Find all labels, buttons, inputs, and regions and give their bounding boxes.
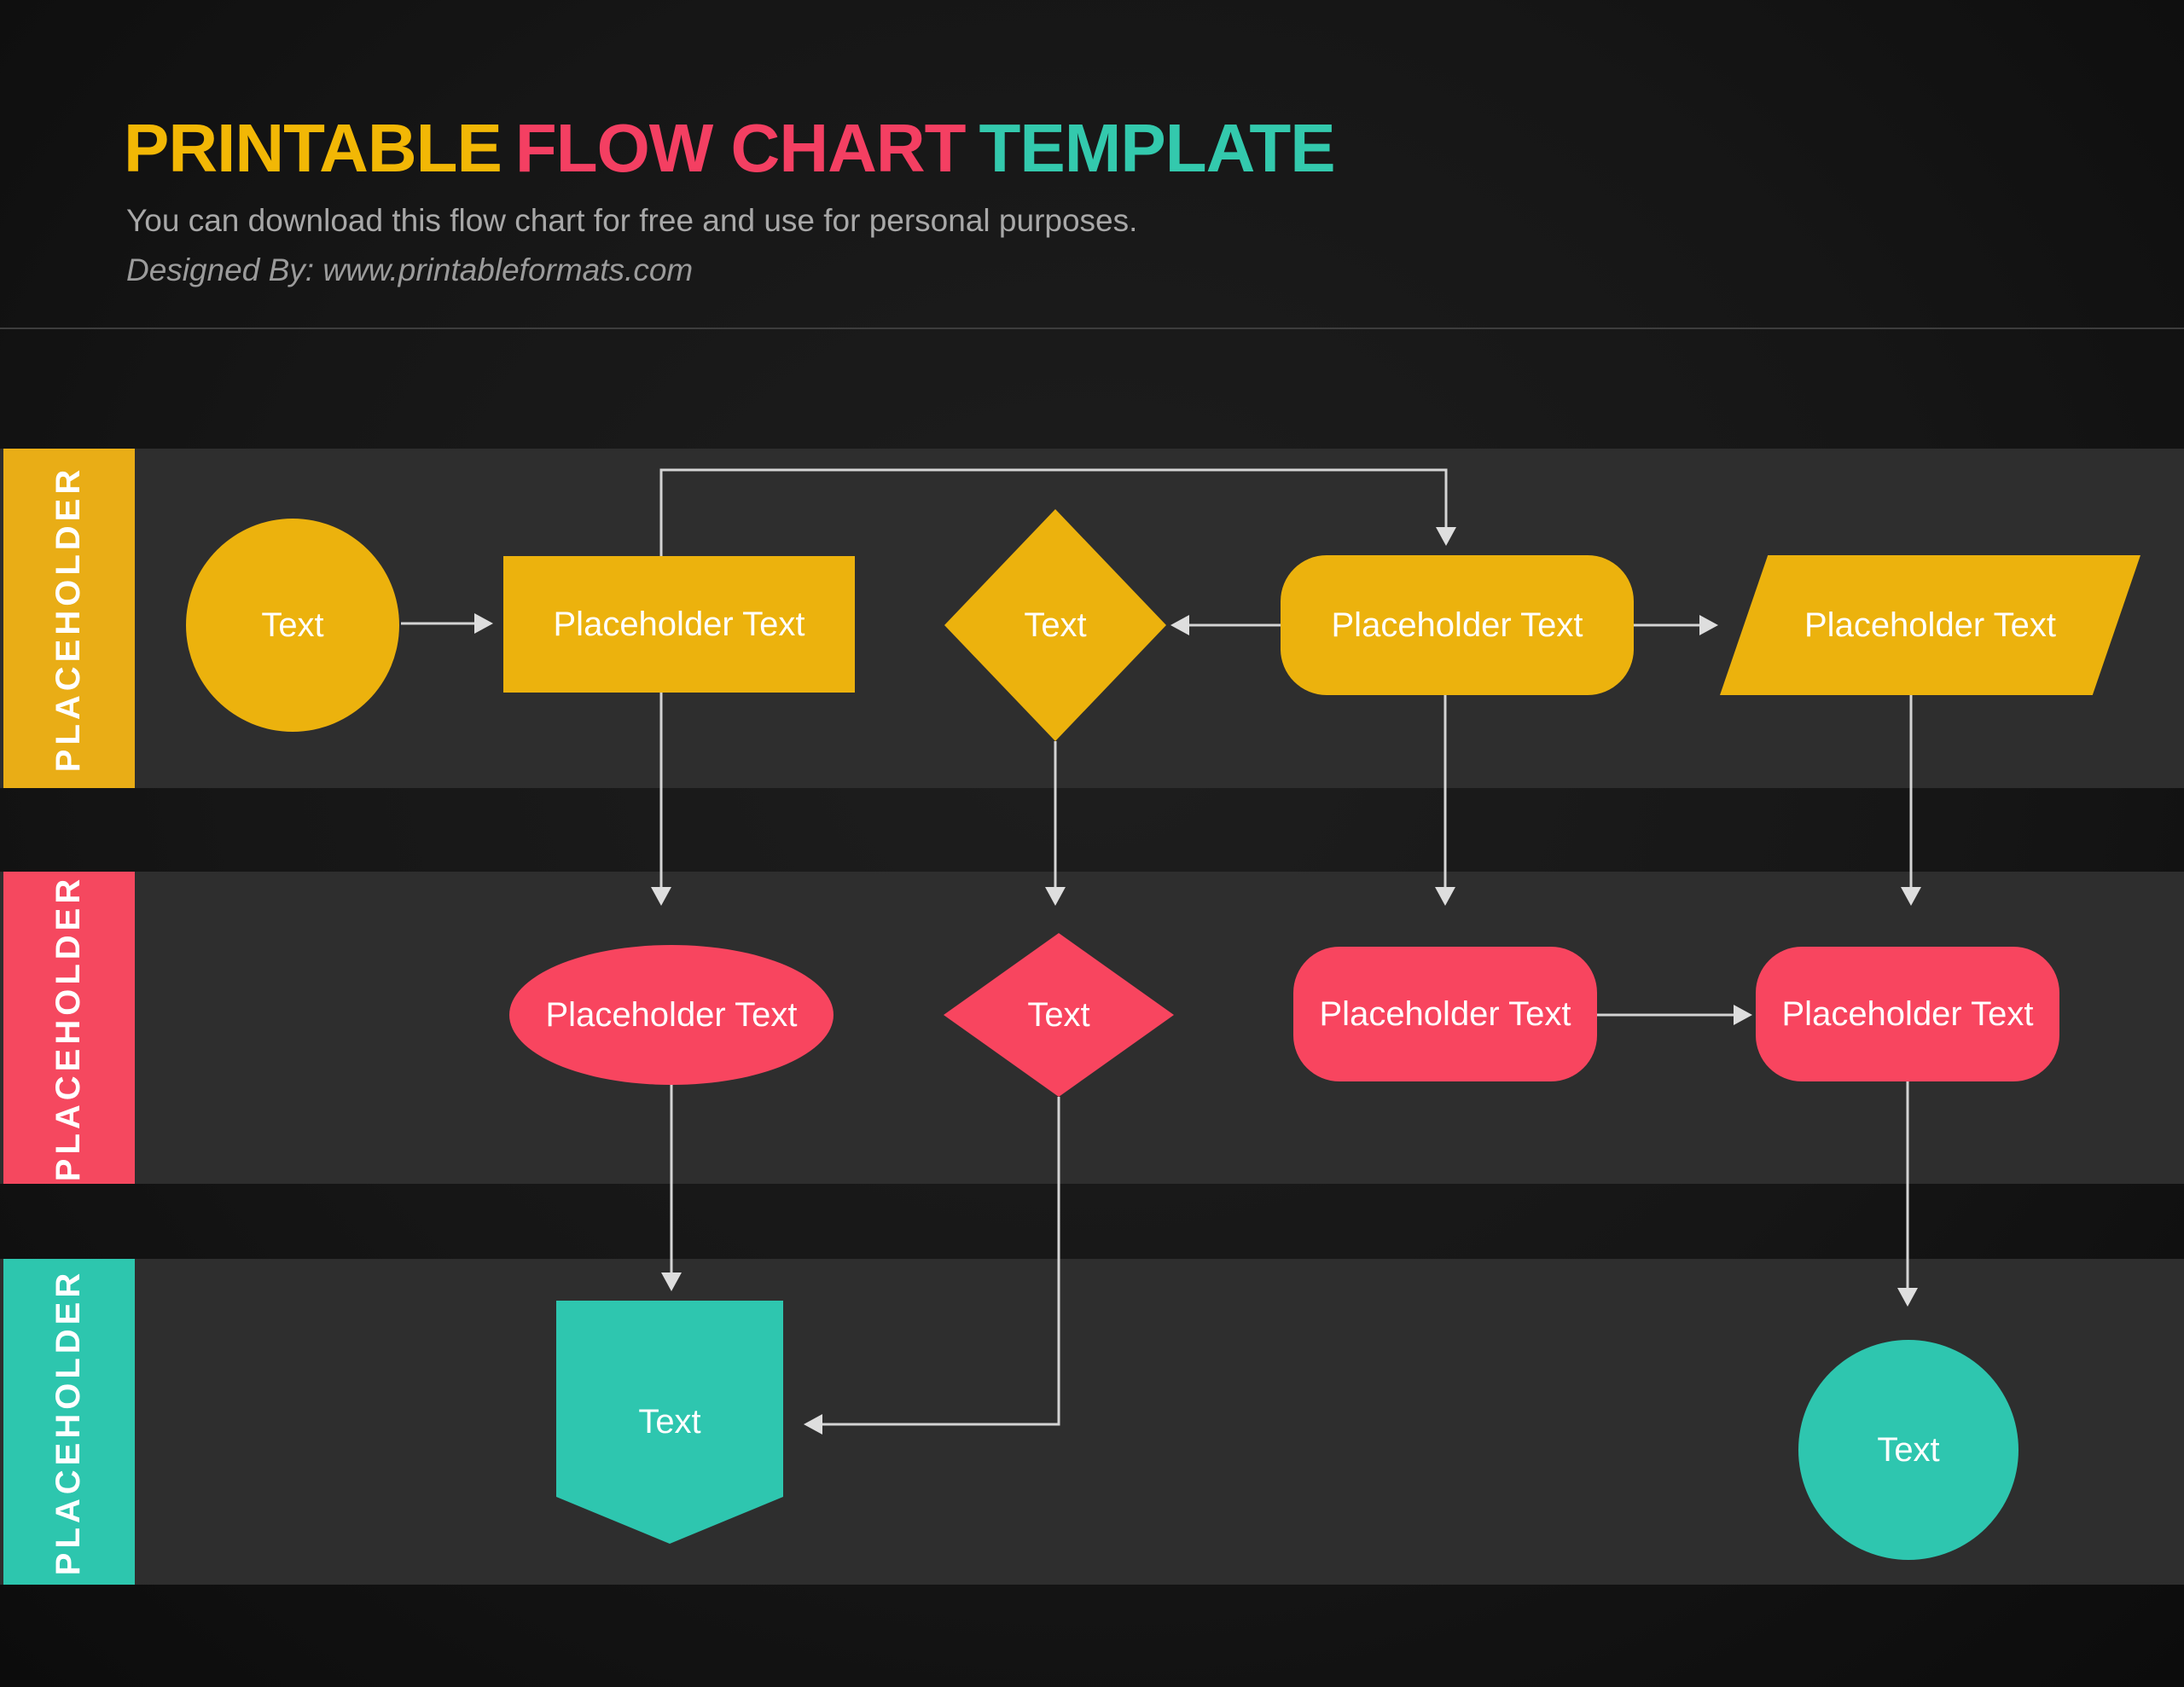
lane2-rounded-rect1-node: Placeholder Text: [1293, 947, 1597, 1081]
lane3-end-circle-node: Text: [1798, 1340, 2018, 1560]
subtitle-text: You can download this flow chart for fre…: [126, 203, 1138, 238]
lane2-ellipse-node: Placeholder Text: [509, 945, 834, 1085]
lane1-parallelogram-node: Placeholder Text: [1720, 555, 2140, 695]
credit-text: Designed By: www.printableformats.com: [126, 252, 694, 287]
lane1-start-circle-node: Text: [186, 519, 399, 732]
node-label: Placeholder Text: [1781, 994, 2034, 1033]
lane2-rounded-rect2-node: Placeholder Text: [1756, 947, 2059, 1081]
node-label: Placeholder Text: [553, 605, 805, 643]
title-word-printable: PRINTABLE: [124, 110, 502, 186]
lane3-label: PLACEHOLDER: [49, 1268, 88, 1575]
lane1-label-band: PLACEHOLDER: [3, 449, 135, 788]
node-label: Placeholder Text: [1331, 606, 1583, 644]
title-word-flow-chart: FLOW CHART: [514, 110, 967, 186]
node-label: Placeholder Text: [1319, 994, 1571, 1033]
node-label: Placeholder Text: [545, 995, 798, 1034]
lane2-label-band: PLACEHOLDER: [3, 872, 135, 1184]
title-word-template: TEMPLATE: [979, 110, 1336, 186]
lane3-banner-node: Text: [556, 1301, 783, 1544]
lane3-label-band: PLACEHOLDER: [3, 1259, 135, 1585]
header-separator: [0, 328, 2184, 329]
node-label: Text: [1024, 606, 1087, 644]
node-label: Text: [1877, 1430, 1940, 1469]
node-label: Text: [261, 606, 324, 644]
node-label: Placeholder Text: [1804, 606, 2056, 644]
node-label: Text: [638, 1403, 701, 1441]
lane1-label: PLACEHOLDER: [49, 465, 88, 772]
lane2-label: PLACEHOLDER: [49, 874, 88, 1181]
lane1-process-rect-node: Placeholder Text: [503, 556, 855, 693]
node-label: Text: [1027, 995, 1090, 1034]
lane1-rounded-rect-node: Placeholder Text: [1281, 555, 1634, 695]
